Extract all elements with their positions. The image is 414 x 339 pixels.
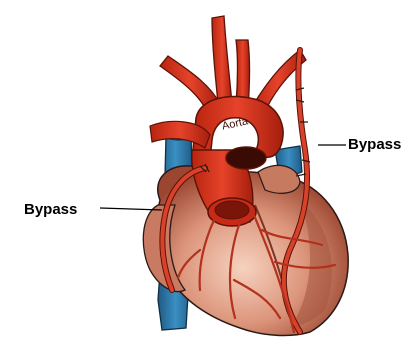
bypass-left-label: Bypass	[24, 201, 77, 218]
bypass-right-label: Bypass	[348, 136, 401, 153]
